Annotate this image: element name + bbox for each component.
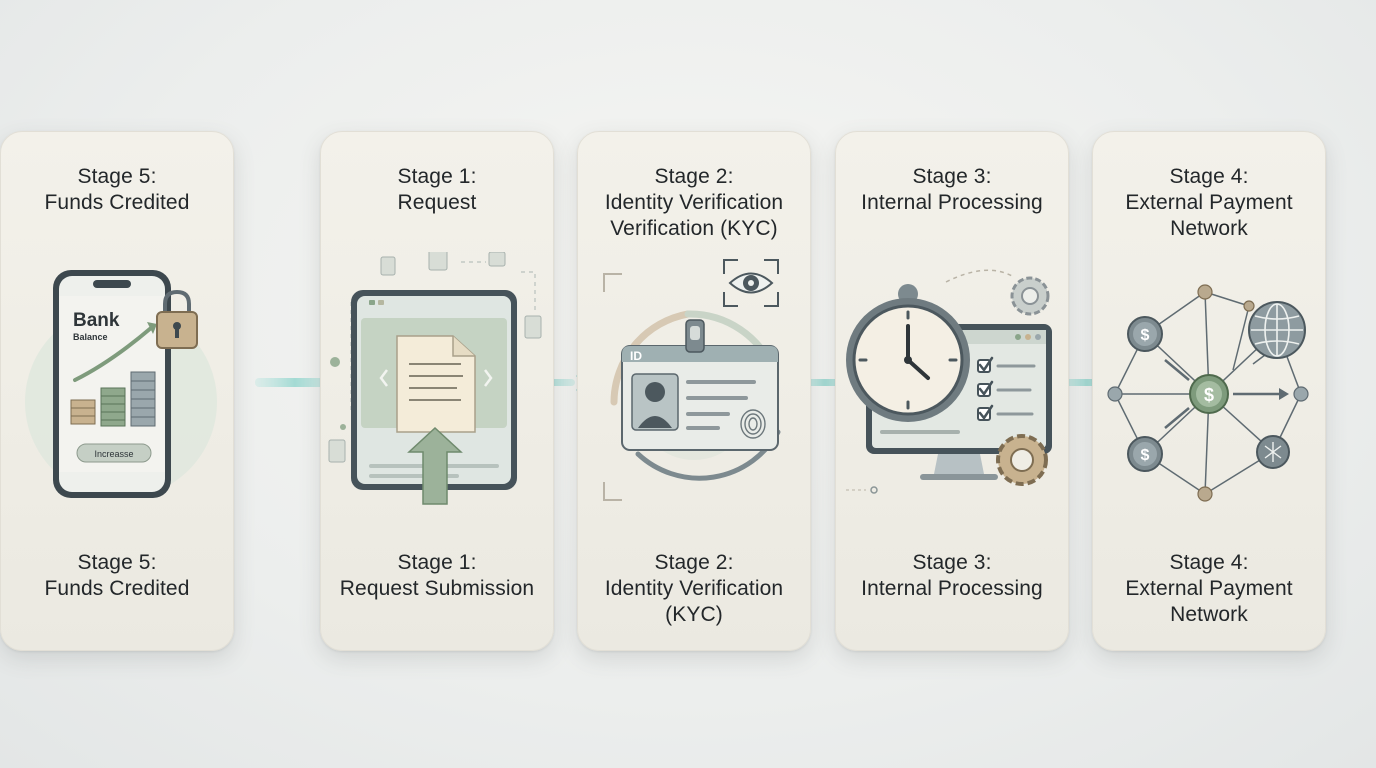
stage-4-title: Stage 4: External Payment Network: [1093, 164, 1325, 242]
stage-3-title: Stage 3: Internal Processing: [836, 164, 1068, 216]
gear-icon: [1010, 276, 1050, 316]
stage-card-5: Stage 5: Funds Credited Bank Balance: [0, 131, 234, 651]
title-line: Request: [397, 191, 477, 214]
title-line: External Payment: [1125, 191, 1293, 214]
caption-line: Funds Credited: [44, 577, 190, 600]
phone-subheading: Balance: [73, 332, 108, 342]
caption-line: Stage 1:: [397, 551, 477, 574]
title-line: Internal Processing: [861, 191, 1043, 214]
stage-card-3: Stage 3: Internal Processing: [835, 131, 1069, 651]
currency-symbol: $: [1141, 327, 1150, 344]
phone-heading: Bank: [73, 310, 120, 331]
stage-4-caption: Stage 4: External Payment Network: [1093, 550, 1325, 628]
title-line: Stage 1:: [397, 165, 477, 188]
caption-line: Internal Processing: [861, 577, 1043, 600]
title-line: Verification (KYC): [610, 217, 778, 240]
title-line: Identity Verification: [604, 191, 784, 214]
dollar-coin-icon: $: [1189, 374, 1229, 414]
caption-line: Stage 3:: [912, 551, 992, 574]
stage-2-caption: Stage 2: Identity Verification (KYC): [578, 550, 810, 628]
stopwatch-icon: [846, 284, 970, 422]
stage-3-caption: Stage 3: Internal Processing: [836, 550, 1068, 602]
stage-1-title: Stage 1: Request: [321, 164, 553, 216]
document-upload-tablet-icon: [328, 252, 542, 505]
caption-line: External Payment: [1125, 577, 1293, 600]
title-line: Stage 2:: [654, 165, 734, 188]
currency-symbol: $: [1204, 385, 1214, 405]
dollar-coin-icon: $: [1127, 316, 1163, 352]
globe-icon: [1248, 301, 1306, 359]
title-line: Funds Credited: [44, 191, 190, 214]
stage-1-caption: Stage 1: Request Submission: [321, 550, 553, 602]
gear-icon: [996, 434, 1048, 486]
stage-card-4: Stage 4: External Payment Network: [1092, 131, 1326, 651]
dollar-coin-icon: $: [1127, 436, 1163, 472]
caption-line: Request Submission: [339, 577, 535, 600]
stage-card-2: Stage 2: Identity Verification Verificat…: [577, 131, 811, 651]
stage-5-title: Stage 5: Funds Credited: [1, 164, 233, 216]
clock-computer-checklist-icon: [846, 269, 1052, 494]
title-line: Network: [1170, 217, 1248, 240]
currency-symbol: $: [1141, 447, 1150, 464]
id-card-scan-icon: ID: [603, 259, 781, 501]
caption-line: Stage 5:: [77, 551, 157, 574]
title-line: Stage 5:: [77, 165, 157, 188]
padlock-icon: [156, 289, 198, 349]
caption-line: Network: [1170, 603, 1248, 626]
coin-stack-icon: [70, 371, 156, 427]
caption-line: (KYC): [665, 603, 723, 626]
phone-bank-balance-icon: Bank Balance: [25, 270, 217, 498]
title-line: Stage 3:: [912, 165, 992, 188]
stage-5-caption: Stage 5: Funds Credited: [1, 550, 233, 602]
title-line: Stage 4:: [1169, 165, 1249, 188]
phone-button-label: Increasse: [94, 449, 133, 459]
caption-line: Stage 2:: [654, 551, 734, 574]
payment-network-icon: $ $ $: [1107, 284, 1309, 502]
network-node-icon: [1256, 435, 1290, 469]
stage-2-title: Stage 2: Identity Verification Verificat…: [578, 164, 810, 242]
id-label: ID: [630, 349, 642, 363]
stage-card-1: Stage 1: Request: [320, 131, 554, 651]
caption-line: Stage 4:: [1169, 551, 1249, 574]
caption-line: Identity Verification: [604, 577, 784, 600]
